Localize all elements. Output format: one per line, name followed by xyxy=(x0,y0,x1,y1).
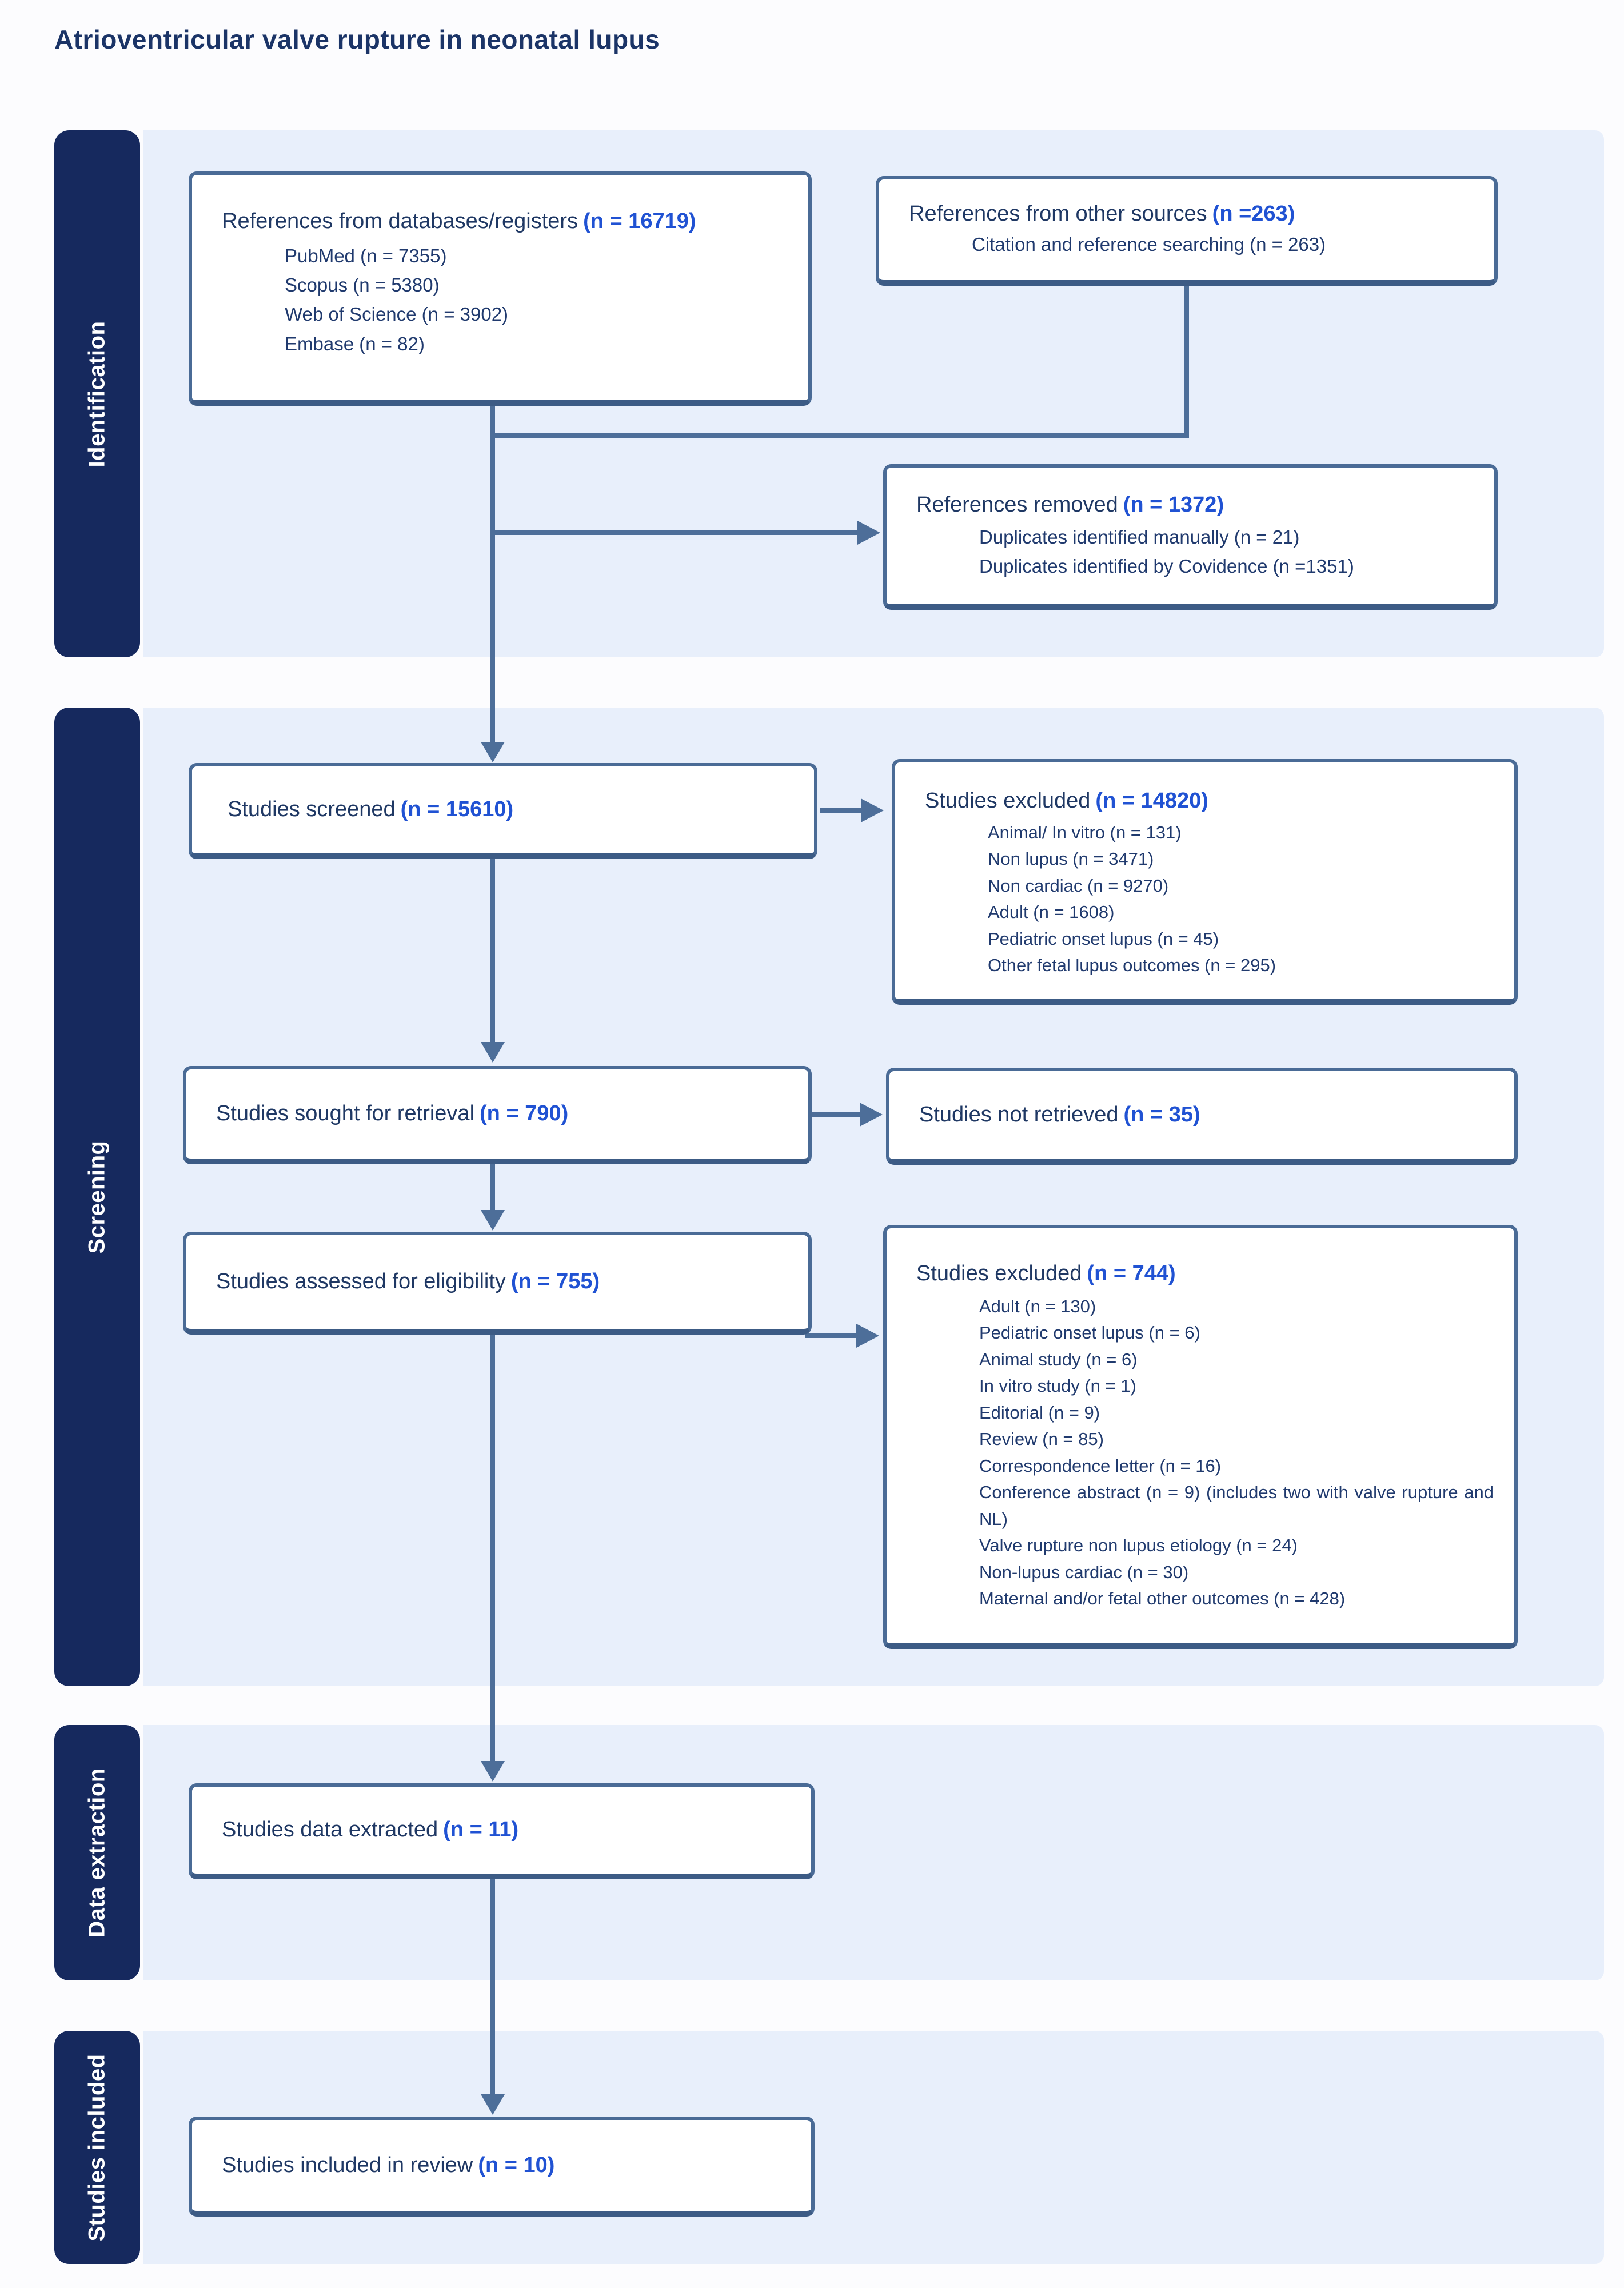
list-item: Web of Science (n = 3902) xyxy=(285,304,509,325)
arrow-into-removed xyxy=(857,521,880,545)
box-studies-excluded-eligibility: Studies excluded(n = 744) Adult (n = 130… xyxy=(883,1225,1518,1649)
list-item: Duplicates identified by Covidence (n =1… xyxy=(979,555,1354,577)
box-label: References removed(n = 1372) xyxy=(916,493,1224,517)
box-count: (n = 790) xyxy=(480,1101,569,1126)
list-item: Animal/ In vitro (n = 131) xyxy=(988,822,1182,842)
connector-to-excluded-screening xyxy=(820,808,863,813)
box-count: (n = 35) xyxy=(1123,1103,1200,1127)
box-label: References from databases/registers(n = … xyxy=(222,209,696,233)
box-studies-eligibility: Studies assessed for eligibility(n = 755… xyxy=(183,1232,812,1335)
box-item-list: PubMed (n = 7355) Scopus (n = 5380) Web … xyxy=(222,241,788,359)
box-count: (n = 16719) xyxy=(583,209,696,233)
list-item: Pediatric onset lupus (n = 45) xyxy=(988,928,1219,949)
box-studies-sought: Studies sought for retrieval(n = 790) xyxy=(183,1066,812,1164)
box-count: (n = 744) xyxy=(1087,1261,1176,1285)
stage-bar-data-extraction: Data extraction xyxy=(54,1725,140,1980)
connector-screened-down xyxy=(490,859,495,1043)
box-label: Studies screened(n = 15610) xyxy=(228,797,514,822)
box-studies-screened: Studies screened(n = 15610) xyxy=(189,763,817,859)
list-item: In vitro study (n = 1) xyxy=(979,1376,1136,1396)
box-studies-excluded-screening: Studies excluded(n = 14820) Animal/ In v… xyxy=(892,759,1518,1005)
list-item: PubMed (n = 7355) xyxy=(285,245,447,266)
list-item: Other fetal lupus outcomes (n = 295) xyxy=(988,955,1276,975)
box-label: Studies excluded(n = 744) xyxy=(916,1261,1176,1285)
list-item: Animal study (n = 6) xyxy=(979,1349,1138,1369)
box-label: Studies included in review(n = 10) xyxy=(222,2153,555,2177)
box-count: (n = 10) xyxy=(478,2153,555,2177)
connector-extracted-down xyxy=(490,1879,495,2097)
list-item: Duplicates identified manually (n = 21) xyxy=(979,526,1300,548)
box-studies-included-review: Studies included in review(n = 10) xyxy=(189,2117,815,2217)
stage-label: Identification xyxy=(84,321,110,467)
box-count: (n = 755) xyxy=(510,1269,600,1294)
connector-junction-horizontal xyxy=(490,433,1189,438)
connector-databases-down xyxy=(490,406,495,744)
connector-to-removed xyxy=(493,530,860,535)
list-item: Adult (n = 1608) xyxy=(988,902,1115,922)
connector-other-sources-down xyxy=(1184,285,1189,438)
list-item: Conference abstract (n = 9) (includes tw… xyxy=(979,1482,1494,1529)
box-references-databases: References from databases/registers(n = … xyxy=(189,171,812,406)
connector-eligibility-down xyxy=(490,1335,495,1763)
box-count: (n = 11) xyxy=(443,1818,519,1842)
arrow-into-not-retrieved xyxy=(860,1103,883,1127)
list-item: Scopus (n = 5380) xyxy=(285,274,440,296)
box-references-removed: References removed(n = 1372) Duplicates … xyxy=(883,464,1498,610)
arrow-into-eligibility xyxy=(481,1210,505,1231)
arrow-into-extracted xyxy=(481,1761,505,1782)
box-label: Studies sought for retrieval(n = 790) xyxy=(216,1101,569,1126)
connector-sought-down xyxy=(490,1164,495,1212)
list-item: Adult (n = 130) xyxy=(979,1296,1096,1316)
arrow-into-sought xyxy=(481,1042,505,1063)
list-item: Correspondence letter (n = 16) xyxy=(979,1455,1222,1476)
box-count: (n = 14820) xyxy=(1095,789,1208,813)
connector-to-excluded-eligibility xyxy=(805,1333,859,1338)
box-label: Studies data extracted(n = 11) xyxy=(222,1818,519,1842)
box-count: (n =263) xyxy=(1212,201,1295,226)
list-item: Non lupus (n = 3471) xyxy=(988,849,1154,869)
list-item: Embase (n = 82) xyxy=(285,333,425,354)
box-item-list: Adult (n = 130) Pediatric onset lupus (n… xyxy=(916,1293,1494,1612)
arrow-into-screened xyxy=(481,742,505,762)
connector-to-not-retrieved xyxy=(812,1112,862,1117)
box-label: Studies excluded(n = 14820) xyxy=(925,789,1208,813)
arrow-into-excluded-eligibility xyxy=(856,1324,879,1348)
box-label: References from other sources(n =263) xyxy=(909,201,1295,226)
box-item-list: Duplicates identified manually (n = 21) … xyxy=(916,522,1474,581)
list-item: Maternal and/or fetal other outcomes (n … xyxy=(979,1588,1346,1608)
list-item: Citation and reference searching (n = 26… xyxy=(972,234,1326,255)
diagram-title: Atrioventricular valve rupture in neonat… xyxy=(54,25,660,54)
box-item-list: Animal/ In vitro (n = 131) Non lupus (n … xyxy=(925,820,1494,979)
box-item-list: Citation and reference searching (n = 26… xyxy=(909,230,1474,259)
stage-bar-studies-included: Studies included xyxy=(54,2031,140,2264)
stage-label: Studies included xyxy=(84,2053,110,2242)
list-item: Non cardiac (n = 9270) xyxy=(988,875,1169,896)
list-item: Non-lupus cardiac (n = 30) xyxy=(979,1562,1189,1582)
stage-bar-identification: Identification xyxy=(54,130,140,657)
list-item: Valve rupture non lupus etiology (n = 24… xyxy=(979,1535,1298,1555)
box-label: Studies not retrieved(n = 35) xyxy=(919,1103,1200,1127)
list-item: Editorial (n = 9) xyxy=(979,1402,1100,1423)
arrow-into-included xyxy=(481,2094,505,2115)
box-count: (n = 1372) xyxy=(1123,493,1224,517)
list-item: Review (n = 85) xyxy=(979,1429,1104,1449)
stage-label: Screening xyxy=(84,1140,110,1253)
stage-label: Data extraction xyxy=(84,1768,110,1938)
box-count: (n = 15610) xyxy=(400,797,514,822)
list-item: Pediatric onset lupus (n = 6) xyxy=(979,1323,1200,1343)
box-studies-data-extracted: Studies data extracted(n = 11) xyxy=(189,1783,815,1879)
box-studies-not-retrieved: Studies not retrieved(n = 35) xyxy=(886,1068,1518,1165)
arrow-into-excluded-screening xyxy=(861,798,884,822)
box-references-other-sources: References from other sources(n =263) Ci… xyxy=(876,176,1498,286)
box-label: Studies assessed for eligibility(n = 755… xyxy=(216,1269,600,1294)
stage-bar-screening: Screening xyxy=(54,708,140,1686)
